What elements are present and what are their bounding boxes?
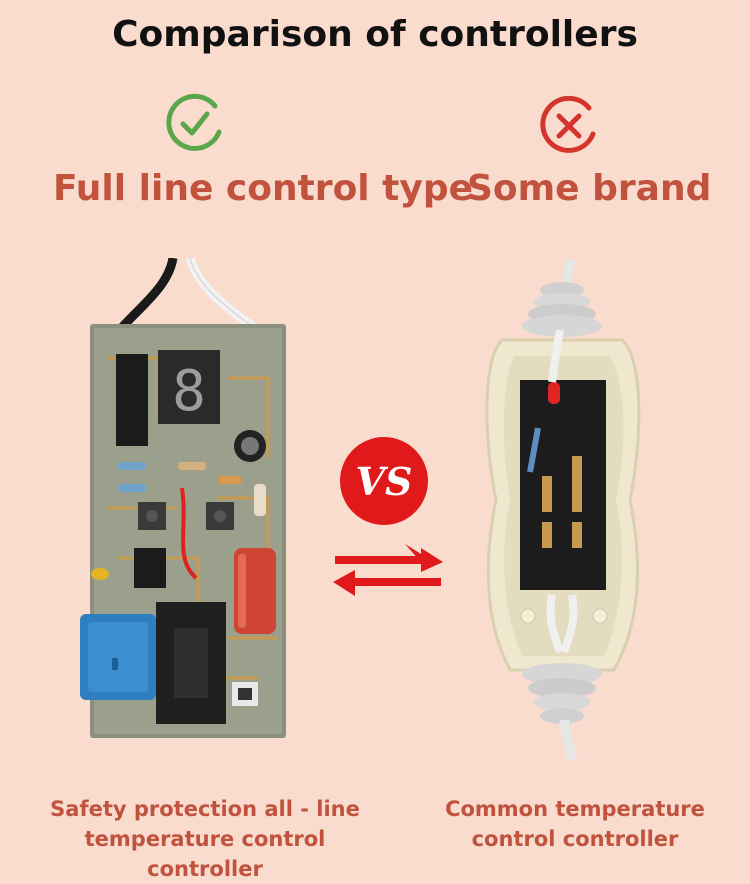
right-heading: Some brand [467,168,712,209]
common-controller-photo [485,260,641,760]
vs-text: VS [356,459,413,504]
right-caption: Common temperature control controller [395,794,750,854]
vs-badge: VS [340,437,428,525]
left-caption-line2: temperature control controller [84,827,326,881]
right-caption-line2: control controller [471,827,679,851]
svg-text:8: 8 [172,359,206,424]
circuit-board-photo: 8 [80,258,286,738]
cross-circle-icon [540,95,596,153]
page-title: Comparison of controllers [112,14,638,55]
right-caption-line1: Common temperature [445,797,705,821]
check-circle-icon [166,93,222,151]
left-caption-line1: Safety protection all - line [50,797,360,821]
swap-arrows-icon [333,544,443,596]
left-heading: Full line control type [53,168,474,209]
left-caption: Safety protection all - line temperature… [25,794,385,884]
